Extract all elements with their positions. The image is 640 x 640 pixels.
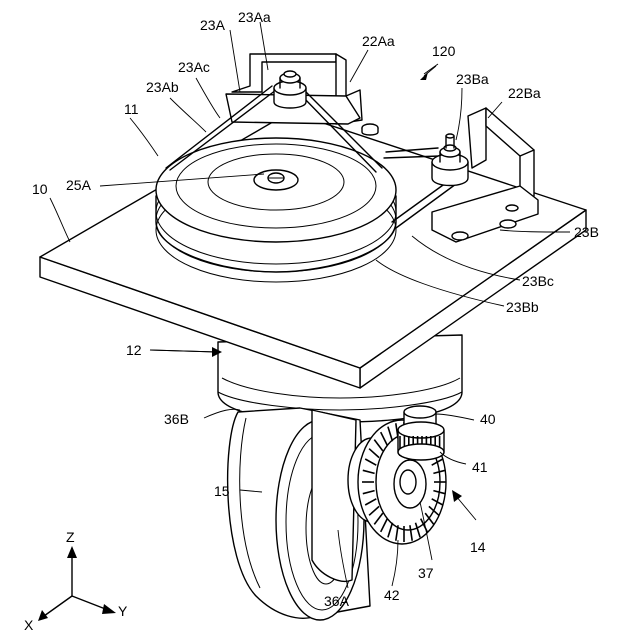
label-23Ab: 23Ab: [146, 79, 179, 95]
label-37: 37: [418, 565, 434, 581]
pulley-23Aa: [274, 71, 306, 108]
label-23Aa: 23Aa: [238, 9, 271, 25]
label-15: 15: [214, 483, 230, 499]
label-11: 11: [124, 101, 139, 117]
label-22Ba: 22Ba: [508, 85, 541, 101]
label-36A: 36A: [324, 593, 350, 609]
label-120: 120: [432, 43, 456, 59]
label-41: 41: [472, 459, 488, 475]
axis-y-label: Y: [118, 603, 128, 619]
nut: [362, 124, 378, 135]
pulley-23Ba: [432, 134, 468, 186]
axis-z-label: Z: [66, 529, 75, 545]
label-10: 10: [32, 181, 48, 197]
label-14: 14: [470, 539, 486, 555]
axes-indicator: [38, 546, 116, 621]
axis-x-label: X: [24, 617, 34, 633]
label-23B: 23B: [574, 224, 599, 240]
label-36B: 36B: [164, 411, 189, 427]
label-22Aa: 22Aa: [362, 33, 395, 49]
label-12: 12: [126, 342, 142, 358]
label-23Bc: 23Bc: [522, 273, 554, 289]
label-23Ba: 23Ba: [456, 71, 489, 87]
label-40: 40: [480, 411, 496, 427]
label-23Ac: 23Ac: [178, 59, 210, 75]
label-25A: 25A: [66, 177, 92, 193]
pinion-41: [398, 422, 444, 460]
label-23Bb: 23Bb: [506, 299, 539, 315]
label-42: 42: [384, 587, 400, 603]
label-23A: 23A: [200, 17, 226, 33]
